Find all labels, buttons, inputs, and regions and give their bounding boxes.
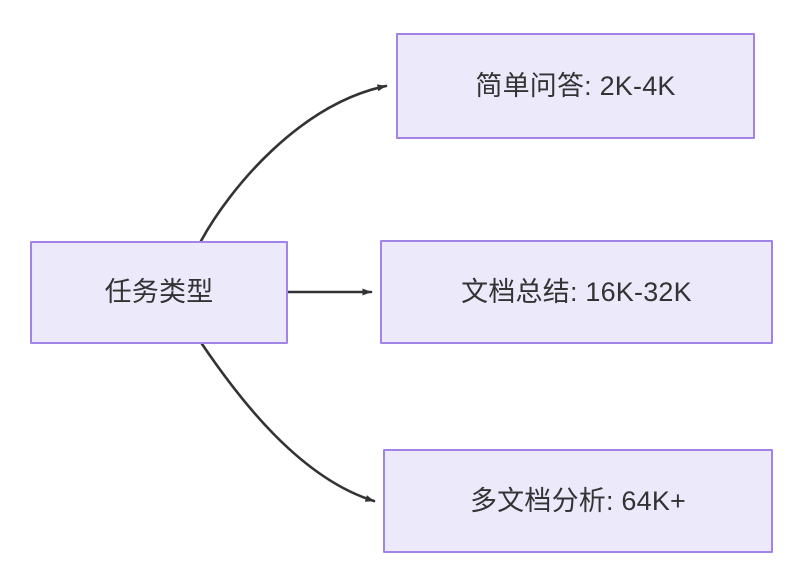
node-task-type[interactable]: 任务类型 bbox=[30, 241, 288, 344]
node-multi-doc[interactable]: 多文档分析: 64K+ bbox=[383, 449, 773, 553]
node-doc-summary-label: 文档总结: 16K-32K bbox=[461, 276, 692, 307]
edge-to-multi-doc bbox=[200, 342, 376, 503]
node-doc-summary[interactable]: 文档总结: 16K-32K bbox=[380, 240, 773, 344]
node-simple-qa[interactable]: 简单问答: 2K-4K bbox=[396, 33, 755, 139]
edge-to-simple-qa bbox=[199, 84, 388, 243]
node-multi-doc-label: 多文档分析: 64K+ bbox=[469, 485, 686, 516]
node-task-type-label: 任务类型 bbox=[104, 277, 214, 308]
node-simple-qa-label: 简单问答: 2K-4K bbox=[475, 70, 676, 101]
